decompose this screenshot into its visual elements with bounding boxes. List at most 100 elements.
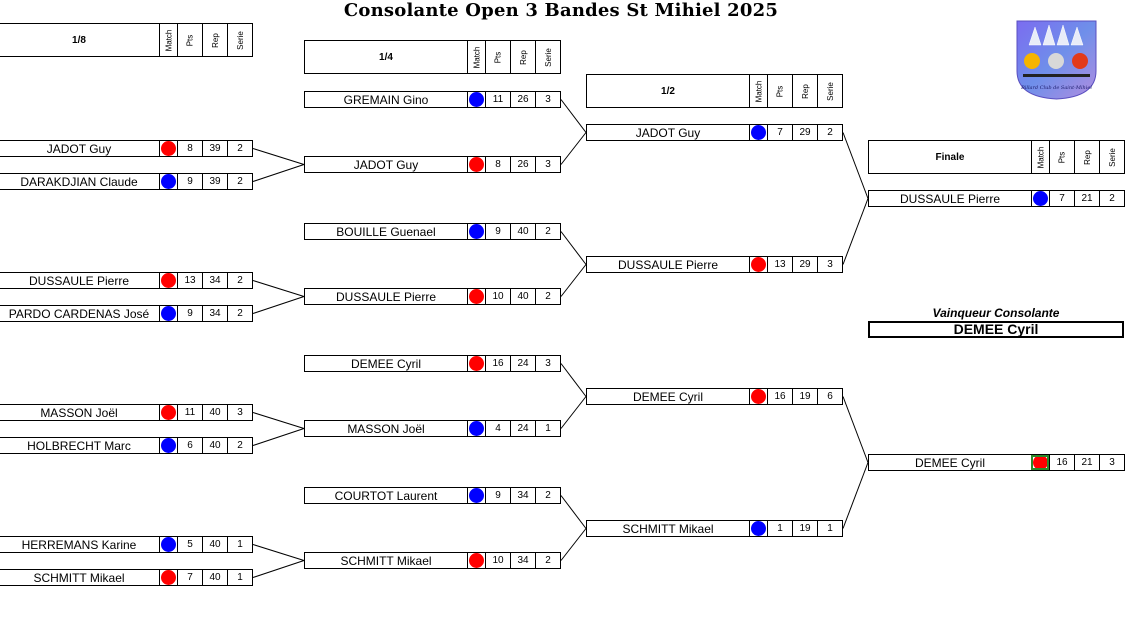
column-header-label: Pts — [185, 34, 195, 46]
ball-color-cell — [749, 389, 767, 404]
player-serie: 2 — [227, 438, 252, 453]
bracket-connector — [842, 396, 869, 463]
player-pts: 9 — [485, 224, 510, 239]
blue-ball-icon — [469, 224, 484, 239]
ball-color-cell — [467, 157, 485, 172]
ball-color-cell — [749, 521, 767, 536]
round-header-final: Finale Match Pts Rep Serie — [868, 140, 1125, 174]
player-serie: 6 — [817, 389, 842, 404]
column-header-label: Rep — [1082, 149, 1092, 165]
player-name: JADOT Guy — [353, 157, 419, 172]
round-label: 1/8 — [72, 34, 86, 46]
player-pts: 11 — [485, 92, 510, 107]
player-pts: 4 — [485, 421, 510, 436]
blue-ball-icon — [161, 438, 176, 453]
player-pts: 9 — [485, 488, 510, 503]
player-rep: 24 — [510, 356, 535, 371]
round-header-r8: 1/8 Match Pts Rep Serie — [0, 23, 253, 57]
player-rep: 40 — [202, 570, 227, 585]
player-serie: 3 — [535, 92, 560, 107]
player-serie: 3 — [817, 257, 842, 272]
column-header-serie: Serie — [227, 24, 252, 56]
player-rep: 39 — [202, 141, 227, 156]
column-header-label: Pts — [1057, 151, 1067, 163]
player-pts: 13 — [177, 273, 202, 288]
ball-color-cell — [1031, 455, 1049, 470]
player-name: HOLBRECHT Marc — [27, 438, 131, 453]
player-serie: 1 — [817, 521, 842, 536]
player-rep: 29 — [792, 125, 817, 140]
player-rep: 34 — [510, 488, 535, 503]
red-ball-icon — [161, 570, 176, 585]
bracket-connector — [252, 164, 305, 182]
blue-ball-icon — [1033, 191, 1048, 206]
red-ball-icon — [469, 356, 484, 371]
player-pts: 10 — [485, 289, 510, 304]
player-name: JADOT Guy — [46, 141, 112, 156]
player-pts: 16 — [1049, 455, 1074, 470]
player-pts: 7 — [1049, 191, 1074, 206]
red-ball-icon — [469, 553, 484, 568]
bracket-connector — [252, 148, 305, 165]
bracket-connector — [560, 99, 587, 133]
round-label: 1/2 — [661, 85, 675, 97]
column-header-match: Match — [749, 75, 767, 107]
column-header-pts: Pts — [177, 24, 202, 56]
player-name: BOUILLE Guenael — [336, 224, 436, 239]
bracket-connector — [560, 528, 587, 561]
bracket-connector — [252, 560, 305, 578]
player-pts: 6 — [177, 438, 202, 453]
player-rep: 39 — [202, 174, 227, 189]
column-header-label: Rep — [210, 32, 220, 48]
player-name: DUSSAULE Pierre — [899, 191, 1001, 206]
player-name: MASSON Joël — [40, 405, 118, 420]
column-header-match: Match — [159, 24, 177, 56]
player-rep: 21 — [1074, 191, 1099, 206]
player-rep: 26 — [510, 157, 535, 172]
player-name: SCHMITT Mikael — [622, 521, 714, 536]
blue-ball-icon — [469, 92, 484, 107]
column-header-label: Match — [754, 80, 764, 102]
ball-color-cell — [749, 257, 767, 272]
player-serie: 2 — [227, 273, 252, 288]
player-name: SCHMITT Mikael — [340, 553, 432, 568]
player-pts: 16 — [485, 356, 510, 371]
player-serie: 1 — [227, 537, 252, 552]
player-rep: 34 — [202, 273, 227, 288]
player-serie: 2 — [227, 306, 252, 321]
ball-color-cell — [159, 570, 177, 585]
player-pts: 7 — [177, 570, 202, 585]
column-header-serie: Serie — [1099, 141, 1124, 173]
player-name: DUSSAULE Pierre — [28, 273, 130, 288]
bracket-connector — [252, 428, 305, 446]
blue-ball-icon — [161, 174, 176, 189]
red-ball-icon — [751, 389, 766, 404]
player-name: DEMEE Cyril — [914, 455, 985, 470]
column-header-label: Match — [1036, 146, 1046, 168]
round-label: Finale — [935, 151, 965, 163]
column-header-label: Serie — [235, 30, 245, 50]
